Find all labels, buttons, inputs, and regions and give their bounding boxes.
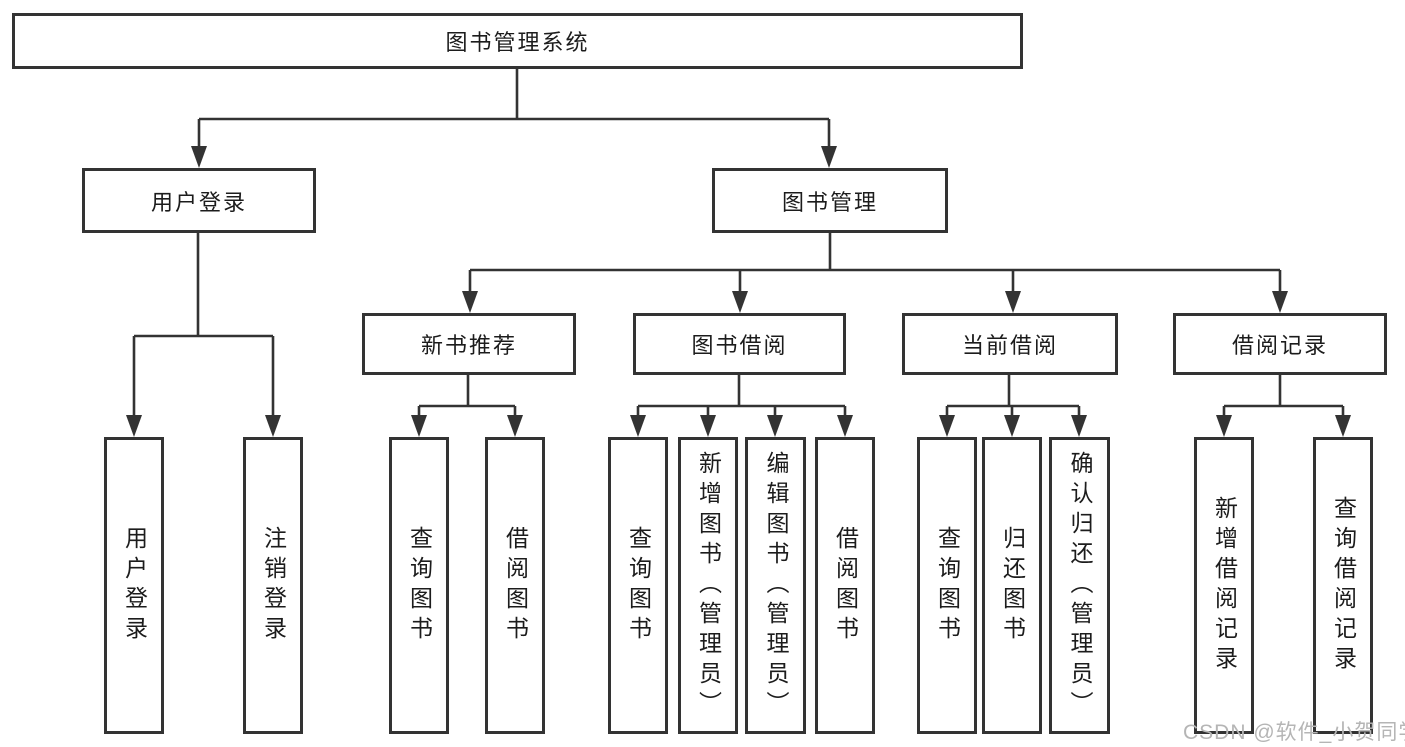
leaf-query-borrow-record: 查询借阅记录: [1313, 437, 1373, 734]
node-book-management: 图书管理: [712, 168, 948, 233]
node-borrow-record: 借阅记录: [1173, 313, 1387, 375]
node-user-login: 用户登录: [82, 168, 316, 233]
leaf-query-book-current-label: 查询图书: [934, 525, 961, 646]
leaf-query-book-borrow: 查询图书: [608, 437, 668, 734]
leaf-user-login-label: 用户登录: [121, 525, 148, 646]
leaf-borrow-book-recommend: 借阅图书: [485, 437, 545, 734]
node-root-label: 图书管理系统: [445, 30, 590, 55]
leaf-query-book-recommend-label: 查询图书: [406, 525, 433, 646]
node-root-library-system: 图书管理系统: [12, 13, 1023, 69]
leaf-borrow-book-label: 借阅图书: [832, 525, 859, 646]
leaf-query-book-recommend: 查询图书: [389, 437, 449, 734]
leaf-query-book-current: 查询图书: [917, 437, 977, 734]
leaf-logout-label: 注销登录: [260, 525, 287, 646]
leaf-query-borrow-record-label: 查询借阅记录: [1330, 495, 1357, 676]
node-book-management-label: 图书管理: [781, 189, 878, 215]
node-book-borrow-label: 图书借阅: [691, 333, 788, 358]
node-current-borrow-label: 当前借阅: [961, 333, 1058, 358]
node-new-book-recommend: 新书推荐: [362, 313, 576, 375]
leaf-add-book-admin-label: 新增图书（管理员）: [695, 450, 722, 721]
leaf-borrow-book: 借阅图书: [815, 437, 875, 734]
node-new-book-recommend-label: 新书推荐: [420, 333, 517, 358]
leaf-add-book-admin: 新增图书（管理员）: [678, 437, 738, 734]
leaf-confirm-return-admin-label: 确认归还（管理员）: [1067, 450, 1093, 721]
leaf-edit-book-admin-label: 编辑图书（管理员）: [763, 450, 789, 721]
node-user-login-label: 用户登录: [150, 189, 247, 215]
leaf-edit-book-admin: 编辑图书（管理员）: [745, 437, 806, 734]
leaf-logout: 注销登录: [243, 437, 303, 734]
leaf-return-book-label: 归还图书: [999, 525, 1026, 646]
leaf-return-book: 归还图书: [982, 437, 1042, 734]
leaf-borrow-book-recommend-label: 借阅图书: [502, 525, 529, 646]
node-current-borrow: 当前借阅: [902, 313, 1118, 375]
node-book-borrow: 图书借阅: [633, 313, 846, 375]
leaf-add-borrow-record-label: 新增借阅记录: [1211, 495, 1238, 676]
leaf-user-login: 用户登录: [104, 437, 164, 734]
leaf-add-borrow-record: 新增借阅记录: [1194, 437, 1254, 734]
node-borrow-record-label: 借阅记录: [1231, 333, 1328, 358]
leaf-query-book-borrow-label: 查询图书: [625, 525, 652, 646]
leaf-confirm-return-admin: 确认归还（管理员）: [1049, 437, 1110, 734]
